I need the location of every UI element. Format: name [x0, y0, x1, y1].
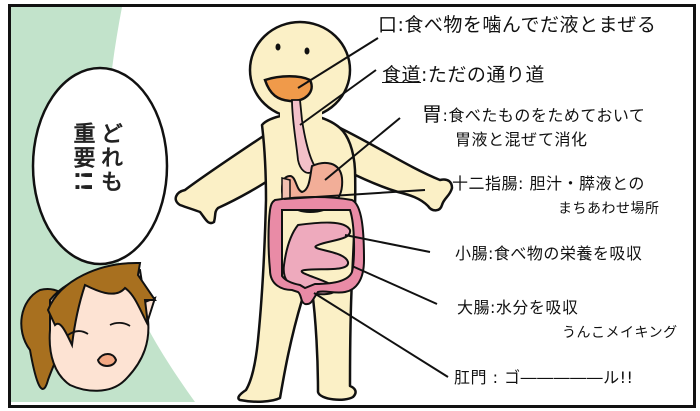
organ-description: 食べ物を噛んでだ液とまぜる: [404, 14, 657, 36]
organ-description-2: まちあわせ場所: [558, 201, 660, 217]
eye-left-icon: [275, 43, 281, 51]
organ-description: 水分を吸収: [495, 298, 579, 317]
speech-bubble: [31, 66, 169, 351]
organ-name: 胃: [422, 102, 443, 126]
mouth-organ: [263, 75, 313, 103]
label-mouth: 口:食べ物を噛んでだ液とまぜる: [378, 14, 657, 36]
bubble-line-1: どれも: [97, 122, 122, 194]
label-duodenum-line2: まちあわせ場所: [558, 198, 660, 218]
organ-description: ゴ―――――ル!!: [504, 368, 634, 387]
pointer-lines: [283, 37, 449, 378]
eye-right-icon: [304, 47, 310, 55]
girl-character: [20, 261, 157, 392]
small-intestine-organ: [282, 221, 352, 296]
organ-name: 小腸: [455, 244, 489, 263]
label-duodenum: 十二指腸: 胆汁・膵液との: [452, 174, 645, 193]
label-large-intestine: 大腸:水分を吸収: [457, 298, 579, 317]
organ-description: 食べ物の栄養を吸収: [493, 244, 643, 263]
organ-name: 肛門: [454, 368, 488, 387]
speech-bubble-text: どれも 重要!!: [68, 122, 123, 194]
label-large-intestine-line2: うんこメイキング: [562, 322, 678, 342]
organ-description: 胆汁・膵液との: [529, 174, 645, 193]
organ-name: 十二指腸: [452, 174, 519, 193]
label-esophagus: 食道:ただの通り道: [382, 64, 545, 86]
label-small-intestine: 小腸:食べ物の栄養を吸収: [455, 244, 643, 263]
label-anus: 肛門 : ゴ―――――ル!!: [454, 368, 634, 387]
label-stomach: 胃:食べたものをためておいて: [422, 102, 646, 126]
label-stomach-line2: 胃液と混ぜて消化: [455, 126, 587, 150]
organ-description-2: 胃液と混ぜて消化: [455, 130, 588, 149]
organ-description: ただの通り道: [427, 64, 545, 86]
bubble-line-2: 重要!!: [69, 122, 95, 195]
large-intestine-organ: [267, 196, 366, 306]
organ-name: 口: [378, 14, 398, 36]
organ-name: 大腸: [457, 298, 491, 317]
organ-description-2: うんこメイキング: [562, 325, 678, 341]
esophagus-organ: [291, 99, 318, 174]
organ-description: 食べたものをためておいて: [448, 106, 646, 125]
organ-name: 食道: [382, 64, 422, 86]
